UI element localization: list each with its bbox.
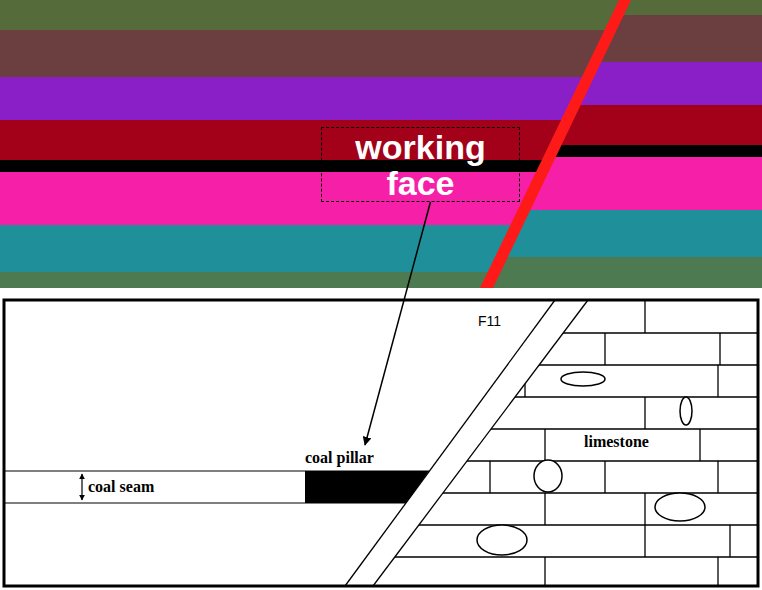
stratum-band — [0, 0, 762, 15]
bedding-line — [300, 524, 758, 525]
node-label: coal pillar — [305, 448, 430, 468]
joint-line — [489, 461, 490, 493]
rock-label: limestone — [582, 433, 651, 451]
joint-line — [644, 300, 645, 333]
node-label: working face — [332, 129, 509, 201]
joint-line — [719, 333, 720, 365]
joint-line — [604, 333, 605, 365]
karst-cavity — [561, 372, 605, 386]
joint-line — [717, 461, 718, 493]
stratum-band — [0, 62, 762, 105]
stratum-band — [0, 257, 762, 288]
fault-wall — [345, 300, 555, 586]
section-frame — [4, 300, 758, 586]
joint-line — [699, 429, 700, 461]
joint-line — [524, 365, 525, 397]
stratum-band — [0, 15, 762, 62]
joint-line — [644, 397, 645, 429]
karst-cavity — [680, 397, 692, 425]
karst-cavity — [477, 525, 527, 555]
karst-cavity — [534, 460, 562, 492]
karst-cavities — [477, 372, 705, 555]
strata-bands — [0, 0, 762, 288]
bedding-line — [300, 556, 758, 557]
joint-line — [644, 493, 645, 525]
joint-line — [544, 429, 545, 461]
fault-line — [480, 0, 631, 288]
bedding-line — [300, 364, 758, 365]
fault-name: F11 — [476, 313, 503, 329]
joint-line — [717, 365, 718, 397]
node-label: coal seam — [88, 477, 305, 497]
joint-line — [729, 525, 730, 557]
offset-strata-bands — [0, 0, 762, 288]
karst-cavity — [655, 493, 705, 521]
bedding-line — [300, 396, 758, 397]
joint-line — [644, 525, 645, 557]
working-face-box: working face — [321, 127, 520, 202]
coal-pillar-fill — [305, 471, 429, 503]
fault-wall — [373, 300, 588, 586]
joint-line — [544, 493, 545, 525]
coal-pillar-shape — [305, 471, 430, 503]
stratum-band — [0, 210, 762, 257]
joint-line — [717, 557, 718, 586]
coal-seam-band: coal seam — [4, 471, 305, 503]
bedding-line — [300, 332, 758, 333]
thickness-arrow — [81, 474, 82, 500]
limestone-bricks — [300, 300, 758, 586]
joint-line — [604, 461, 605, 493]
pointer-arrow — [365, 202, 430, 445]
joint-line — [544, 557, 545, 586]
coal-pillar: coal pillar — [305, 448, 430, 503]
